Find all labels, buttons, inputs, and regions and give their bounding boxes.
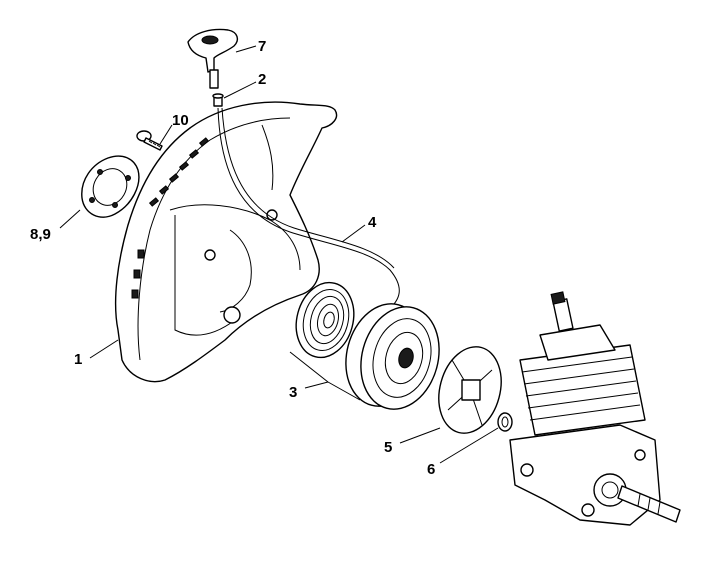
leader-5 [399, 427, 441, 444]
callout-labels: 7 2 10 8,9 4 1 3 5 6 [30, 38, 435, 478]
rewind-spring-part [295, 281, 355, 359]
circlip-part [497, 412, 513, 432]
screw-part [136, 130, 163, 151]
leader-1 [89, 339, 119, 359]
washer-plate-part [81, 155, 140, 218]
callout-1: 1 [74, 351, 82, 368]
callout-2: 2 [258, 71, 266, 88]
leader-8-9 [59, 209, 81, 229]
callout-6: 6 [427, 461, 435, 478]
leader-7 [235, 45, 257, 53]
leader-10 [159, 124, 173, 145]
fan-housing-part [114, 101, 338, 383]
pawl-carrier-part [438, 346, 502, 434]
callout-4: 4 [368, 214, 377, 231]
callout-10: 10 [172, 112, 189, 129]
leader-4 [341, 224, 366, 243]
engine-cylinder-crankcase [509, 291, 681, 526]
leader-6 [439, 427, 499, 464]
leader-3 [289, 351, 361, 401]
rope-rotor-part [345, 303, 440, 410]
leader-lines [59, 45, 499, 464]
starter-rope-part [217, 107, 400, 311]
starter-grip-part [187, 28, 239, 89]
leader-2 [223, 81, 257, 99]
rope-guide-bush-part [212, 93, 224, 107]
callout-5: 5 [384, 439, 392, 456]
callout-3: 3 [289, 384, 297, 401]
callout-8-9: 8,9 [30, 226, 51, 243]
callout-7: 7 [258, 38, 266, 55]
